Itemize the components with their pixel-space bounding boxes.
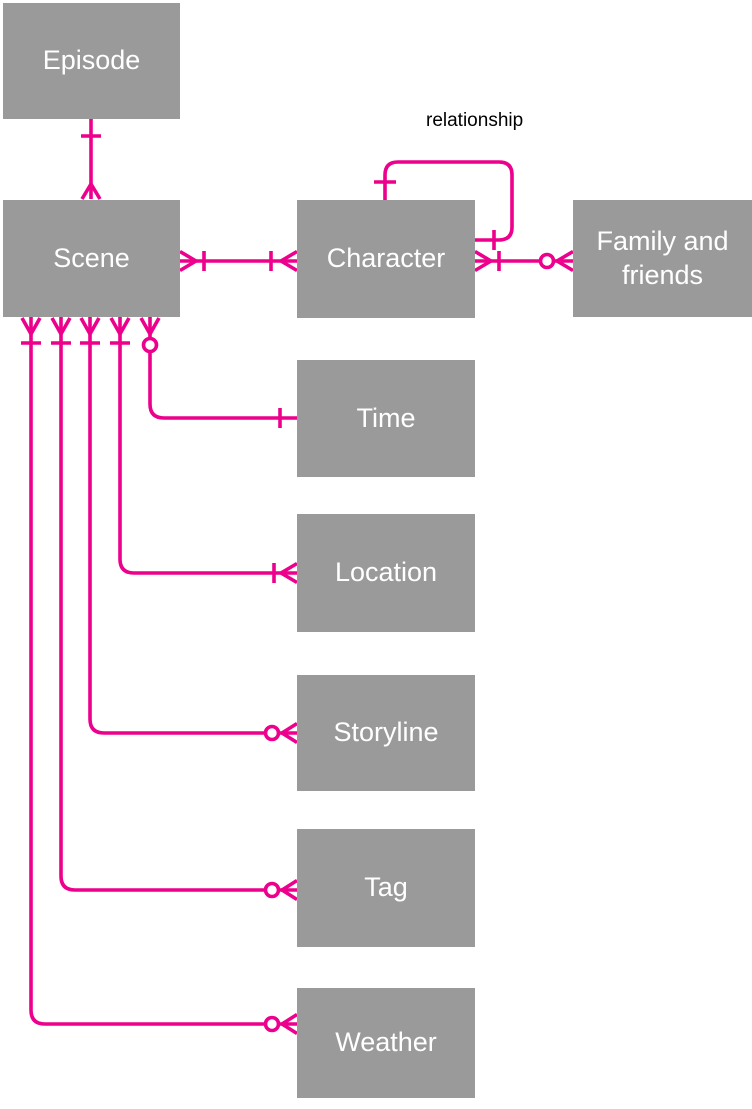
entity-label: Scene xyxy=(53,242,130,273)
crows-foot-many-icon xyxy=(109,317,131,335)
entity-weather: Weather xyxy=(297,988,475,1098)
entity-label: Storyline xyxy=(333,717,439,748)
connector-line xyxy=(29,317,297,1026)
entity-label: Family and friends xyxy=(596,225,729,290)
crows-foot-many-icon xyxy=(281,721,298,745)
entity-scene: Scene xyxy=(3,200,180,317)
entity-family-and-friends: Family and friends xyxy=(573,200,752,317)
connector-scene-character xyxy=(179,249,298,273)
connector-scene-location xyxy=(109,317,298,585)
entity-character: Character xyxy=(297,200,475,318)
entity-label: Episode xyxy=(42,45,141,76)
entity-storyline: Storyline xyxy=(297,675,475,791)
zero-circle-icon xyxy=(538,252,556,270)
crows-foot-many-icon xyxy=(20,317,42,335)
entity-label: Weather xyxy=(335,1027,437,1058)
entity-time: Time xyxy=(297,360,475,477)
connector-line xyxy=(88,317,297,735)
zero-circle-icon xyxy=(263,724,281,742)
connector-line xyxy=(118,317,297,575)
crows-foot-many-icon xyxy=(556,249,574,273)
connector-episode-scene xyxy=(80,119,102,200)
crows-foot-many-icon xyxy=(280,561,298,585)
crows-foot-many-icon xyxy=(474,249,492,273)
connector-scene-tag xyxy=(50,317,298,902)
zero-circle-icon xyxy=(263,1015,281,1033)
connector-scene-time xyxy=(139,317,297,428)
crows-foot-many-icon xyxy=(281,878,298,902)
crows-foot-many-icon xyxy=(281,1012,298,1036)
relationship-annotation-label: relationship xyxy=(426,110,524,131)
entity-location: Location xyxy=(297,514,475,632)
entity-label: Tag xyxy=(364,872,408,903)
connector-scene-storyline xyxy=(79,317,298,745)
zero-circle-icon xyxy=(141,336,159,354)
crows-foot-many-icon xyxy=(50,317,72,335)
crows-foot-many-icon xyxy=(80,183,102,200)
zero-circle-icon xyxy=(263,881,281,899)
connector-line xyxy=(59,317,297,892)
crows-foot-many-icon xyxy=(139,317,161,335)
entity-label: Location xyxy=(334,557,438,588)
entity-label: Character xyxy=(326,243,446,274)
crows-foot-many-icon xyxy=(79,317,101,335)
entity-episode: Episode xyxy=(3,3,180,119)
crows-foot-many-icon xyxy=(179,249,197,273)
crows-foot-many-icon xyxy=(280,249,298,273)
entity-label: Time xyxy=(356,402,416,433)
connector-line xyxy=(383,160,514,242)
connector-line xyxy=(148,317,297,420)
connector-character-self-relationship xyxy=(374,160,514,250)
entity-tag: Tag xyxy=(297,829,475,947)
connector-scene-weather xyxy=(20,317,298,1036)
connector-character-family xyxy=(474,249,574,273)
